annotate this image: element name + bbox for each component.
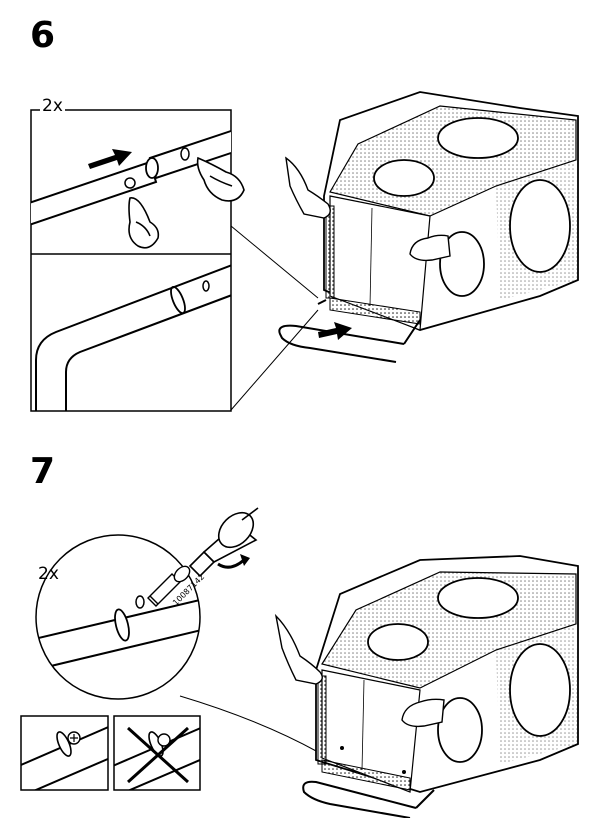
incorrect-fit-detail: [113, 715, 201, 791]
cat-house-step-7: [274, 555, 579, 818]
arrow-right-icon: [318, 322, 352, 340]
step-6-quantity-label: 2x: [40, 96, 65, 116]
step-7-circular-detail: [35, 534, 319, 753]
finger-press-icon: [128, 197, 160, 249]
step-6-bend-detail: [35, 264, 231, 411]
step-7-number: 7: [30, 451, 56, 492]
clockwise-rotation-icon: [217, 554, 250, 569]
step-6-number: 6: [30, 15, 56, 56]
screw-icon: [147, 565, 191, 607]
screwdriver-icon: [188, 507, 259, 578]
step-7-quantity-label: 2x: [38, 564, 59, 584]
step-6-detail-frame: [30, 109, 232, 412]
cross-icon: [126, 726, 190, 784]
arrow-right-icon: [88, 149, 132, 169]
correct-fit-detail: [20, 715, 109, 791]
step-6-tube-detail: [31, 129, 231, 226]
finger-press-icon: [196, 156, 245, 202]
cat-house-step-6: [278, 91, 579, 363]
